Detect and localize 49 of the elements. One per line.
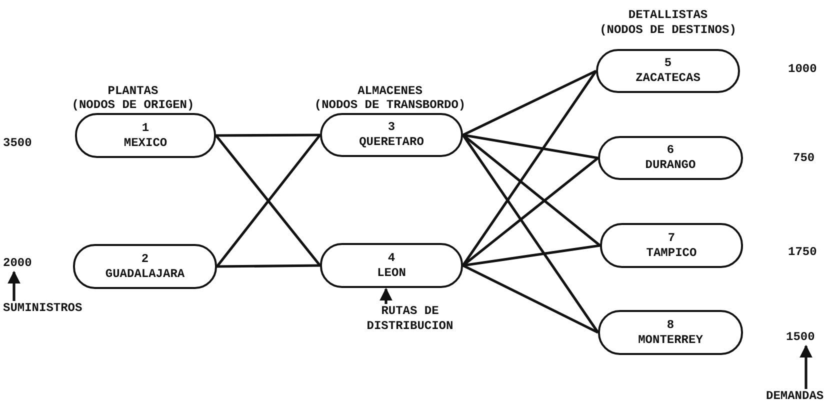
node-number: 6: [666, 143, 674, 158]
annotation-text: RUTAS DE DISTRIBUCION: [364, 304, 456, 334]
node-name: MEXICO: [124, 136, 168, 150]
rounded-node-box: [598, 136, 743, 180]
axis-caption: DEMANDAS: [766, 389, 832, 404]
arrow: [380, 288, 392, 304]
node-name: DURANGO: [645, 158, 696, 173]
arrow: [800, 344, 812, 389]
column-heading: ALMACENES: [356, 84, 424, 98]
column-heading: (NODOS DE TRANSBORDO): [313, 98, 467, 112]
demand-value: 1750: [788, 245, 817, 259]
node-number: 5: [664, 56, 672, 71]
rounded-node-box: [598, 310, 743, 355]
rounded-node-box: [600, 223, 743, 268]
column-heading: (NODOS DE DESTINOS): [598, 23, 738, 37]
route-line: [462, 70, 598, 266]
rounded-node-box: [75, 113, 216, 158]
node-number: 3: [388, 120, 396, 135]
rounded-node-box: [320, 113, 463, 157]
column-heading: DETALLISTAS: [627, 8, 709, 22]
route-line: [462, 70, 597, 136]
route-line: [462, 134, 598, 160]
route-line: [462, 134, 600, 334]
supply-value: 2000: [3, 256, 43, 271]
node-name: LEON: [377, 266, 406, 280]
node-number: 8: [666, 318, 674, 332]
rounded-node-box: [596, 49, 740, 93]
demand-value: 750: [793, 151, 815, 165]
route-line: [216, 264, 320, 268]
node-number: 1: [142, 120, 150, 136]
rounded-node-box: [73, 244, 217, 289]
node-name: GUADALAJARA: [105, 266, 185, 282]
node-number: 2: [141, 252, 149, 266]
route-line: [462, 264, 599, 334]
supply-value: 3500: [3, 136, 32, 150]
route-line: [216, 134, 320, 137]
column-heading: (NODOS DE ORIGEN): [70, 98, 196, 112]
arrow: [8, 270, 20, 301]
node-name: ZACATECAS: [636, 71, 700, 86]
node-number: 7: [668, 230, 676, 246]
axis-caption: SUMINISTROS: [3, 301, 87, 316]
rounded-node-box: [320, 243, 463, 288]
column-heading: PLANTAS: [106, 84, 160, 98]
node-name: MONTERREY: [638, 332, 703, 348]
node-name: TAMPICO: [646, 246, 697, 260]
node-name: QUERETARO: [359, 135, 424, 150]
demand-value: 1000: [788, 62, 817, 76]
demand-value: 1500: [786, 330, 826, 345]
node-number: 4: [388, 250, 396, 266]
